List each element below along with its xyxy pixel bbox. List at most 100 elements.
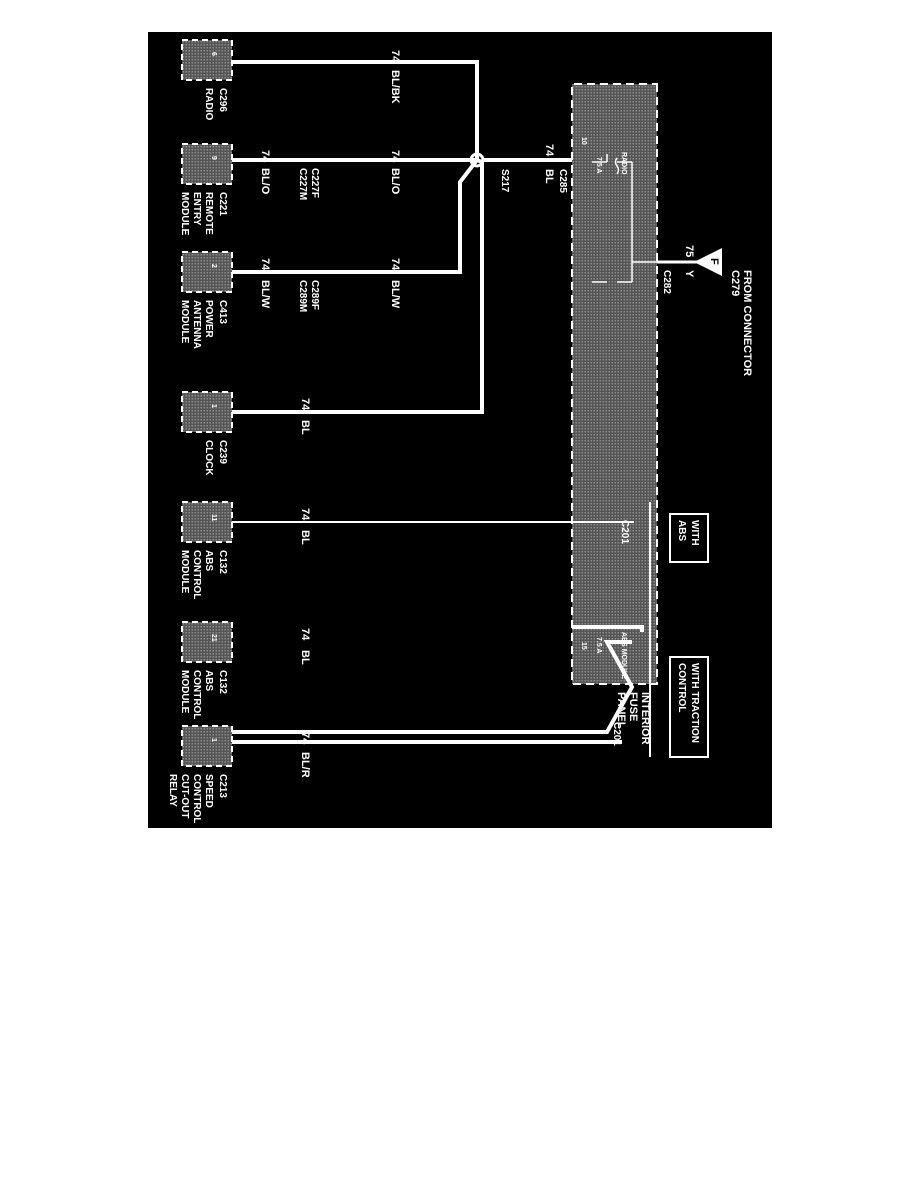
diagram-rotated-view: F FROM CONNECTOR C279 75 Y C282 RADIO 7.… bbox=[148, 32, 772, 828]
abs2-pin: 21 bbox=[210, 634, 217, 642]
abs2-connector-box bbox=[181, 621, 233, 663]
fuse-panel-name-2: FUSE bbox=[627, 692, 639, 721]
with-abs-line1: WITH bbox=[689, 520, 700, 546]
clock-connector-box bbox=[181, 391, 233, 433]
speed-connector-box bbox=[181, 725, 233, 767]
abs1-device-1: ABS bbox=[203, 550, 214, 571]
antenna-circuit2: 74 bbox=[389, 258, 401, 271]
from-connector-pin: F bbox=[708, 258, 720, 265]
abs2-device-1: ABS bbox=[203, 670, 214, 691]
abs1-circuit: 74 bbox=[299, 508, 311, 521]
fuse-panel-box bbox=[571, 83, 658, 685]
radio-device-1: RADIO bbox=[203, 88, 214, 120]
splice-name: S217 bbox=[499, 169, 510, 193]
feed-connector: C282 bbox=[661, 270, 672, 294]
abs1-device-2: CONTROL bbox=[191, 550, 202, 599]
antenna-connector-id: C413 bbox=[217, 300, 228, 324]
fuse-left-name: RADIO bbox=[620, 152, 627, 175]
wire-abs-feed bbox=[572, 625, 644, 632]
remote-color2: BL/O bbox=[389, 168, 401, 195]
remote-circuit: 74 bbox=[259, 150, 271, 163]
radio-pin: 6 bbox=[210, 52, 217, 56]
remote-device-1: REMOTE bbox=[203, 192, 214, 235]
wire-abs-module-2 bbox=[232, 640, 635, 734]
speed-device-2: CONTROL bbox=[191, 774, 202, 823]
device-boxes bbox=[181, 39, 233, 767]
remote-inline-conn1: C227F bbox=[309, 168, 320, 198]
splice-color: BL bbox=[543, 169, 555, 184]
remote-circuit2: 74 bbox=[389, 150, 401, 163]
splice-circuit: 74 bbox=[543, 144, 555, 157]
antenna-inline-conn1: C289F bbox=[309, 280, 320, 310]
with-abs-box bbox=[669, 513, 709, 563]
feed-circuit: 75 bbox=[683, 245, 695, 257]
fuse-left-rating: 7.5 A bbox=[595, 157, 602, 173]
radio-connector-id: C296 bbox=[217, 88, 228, 112]
fuse-right-name: ABS MODULE bbox=[620, 632, 627, 679]
antenna-pin: 2 bbox=[210, 264, 217, 268]
abs2-device-2: CONTROL bbox=[191, 670, 202, 719]
fuse-right-rating: 7.5 A bbox=[595, 637, 602, 653]
clock-circuit: 74 bbox=[299, 398, 311, 411]
abs2-color: BL bbox=[299, 650, 311, 665]
remote-device-2: ENTRY bbox=[191, 192, 202, 226]
wire-clock bbox=[232, 158, 484, 414]
with-traction-line1: WITH TRACTION bbox=[689, 663, 700, 743]
speed-pin: 1 bbox=[210, 738, 217, 742]
remote-entry-connector-box bbox=[181, 143, 233, 185]
wire-power-antenna bbox=[232, 158, 479, 274]
antenna-color: BL/W bbox=[259, 280, 271, 309]
connector-c279-symbol bbox=[694, 248, 722, 276]
fuse-panel-name-1: INTERIOR bbox=[639, 692, 651, 745]
abs2-inline-connector: C201 bbox=[611, 722, 622, 746]
with-traction-line2: CONTROL bbox=[676, 663, 687, 712]
speed-circuit: 74 bbox=[299, 732, 311, 745]
antenna-circuit: 74 bbox=[259, 258, 271, 271]
radio-color: BL/BK bbox=[389, 70, 401, 104]
remote-pin: 9 bbox=[210, 156, 217, 160]
abs2-circuit: 74 bbox=[299, 628, 311, 641]
remote-connector-id: C221 bbox=[217, 192, 228, 216]
from-connector-id: C279 bbox=[729, 270, 741, 296]
with-traction-box bbox=[669, 656, 709, 758]
abs2-device-3: MODULE bbox=[179, 670, 190, 714]
abs1-connector-box bbox=[181, 501, 233, 543]
remote-inline-conn2: C227M bbox=[297, 168, 308, 200]
fuse-right-pin: 15 bbox=[580, 642, 587, 650]
device-labels: C296 RADIO C221 REMOTE ENTRY MODULE C413… bbox=[167, 88, 228, 823]
speed-color: BL/R bbox=[299, 752, 311, 778]
clock-pin: 1 bbox=[210, 404, 217, 408]
antenna-device-1: POWER bbox=[203, 300, 214, 339]
with-abs-line2: ABS bbox=[676, 520, 687, 541]
antenna-device-2: ANTENNA bbox=[191, 300, 202, 349]
clock-connector-id: C239 bbox=[217, 440, 228, 464]
wire-radio bbox=[232, 60, 479, 160]
abs1-connector-id: C132 bbox=[217, 550, 228, 574]
power-antenna-connector-box bbox=[181, 251, 233, 293]
fuse-left-pin: 10 bbox=[580, 137, 587, 145]
abs1-inline-connector: C201 bbox=[619, 520, 630, 544]
antenna-inline-conn2: C289M bbox=[297, 280, 308, 312]
from-connector-title: FROM CONNECTOR bbox=[741, 270, 753, 376]
radio-connector-box bbox=[181, 39, 233, 81]
diagram-svg: F FROM CONNECTOR C279 75 Y C282 RADIO 7.… bbox=[167, 39, 753, 823]
abs1-device-3: MODULE bbox=[179, 550, 190, 594]
wiring-diagram: F FROM CONNECTOR C279 75 Y C282 RADIO 7.… bbox=[148, 32, 772, 828]
remote-color: BL/O bbox=[259, 168, 271, 195]
radio-circuit: 74 bbox=[389, 50, 401, 63]
speed-device-4: RELAY bbox=[167, 774, 178, 807]
speed-connector-id: C213 bbox=[217, 774, 228, 798]
fuse-left-connector: C285 bbox=[557, 169, 568, 193]
clock-color: BL bbox=[299, 420, 311, 435]
fuse-panel-internal bbox=[592, 161, 662, 283]
abs1-color: BL bbox=[299, 530, 311, 545]
fuse-left bbox=[606, 154, 620, 175]
abs1-pin: 11 bbox=[210, 514, 217, 522]
clock-device-1: CLOCK bbox=[203, 440, 214, 476]
remote-device-3: MODULE bbox=[179, 192, 190, 236]
antenna-color2: BL/W bbox=[389, 280, 401, 309]
abs2-connector-id: C132 bbox=[217, 670, 228, 694]
speed-device-3: CUT-OUT bbox=[179, 774, 190, 818]
antenna-device-3: MODULE bbox=[179, 300, 190, 344]
speed-device-1: SPEED bbox=[203, 774, 214, 808]
